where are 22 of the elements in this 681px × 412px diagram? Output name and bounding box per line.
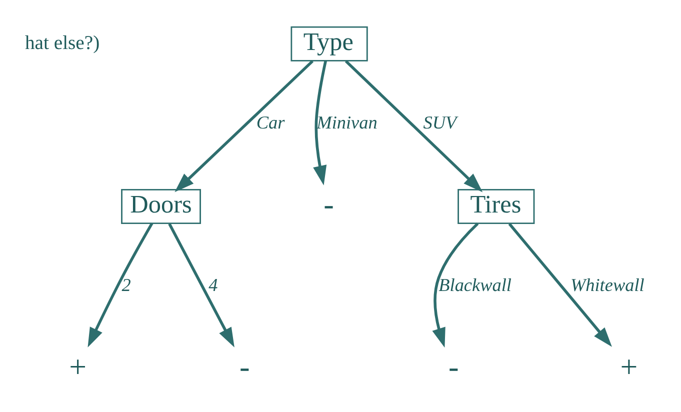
node-text: -	[448, 350, 459, 384]
arrow	[313, 60, 328, 185]
edge-label: 4	[208, 274, 218, 295]
node-text: +	[69, 350, 87, 384]
node-text: +	[620, 350, 638, 384]
label: hat else?)	[25, 32, 100, 54]
arrow	[168, 222, 234, 347]
node-box: Tires	[458, 188, 535, 224]
edge-label: 2	[122, 274, 131, 295]
arrow	[344, 60, 483, 192]
node-text: -	[240, 350, 250, 384]
node-box: Type	[290, 26, 368, 61]
node-box: Doors	[121, 188, 201, 224]
arrow	[508, 222, 612, 346]
edge-label: Car	[256, 112, 285, 132]
edge-label: Blackwall	[438, 274, 512, 295]
arrow	[174, 60, 314, 192]
node-text: -	[324, 186, 334, 221]
edge-label: SUV	[423, 112, 457, 132]
edge-label: Whitewall	[570, 274, 644, 295]
arrow	[432, 222, 479, 348]
arrow	[88, 222, 154, 347]
